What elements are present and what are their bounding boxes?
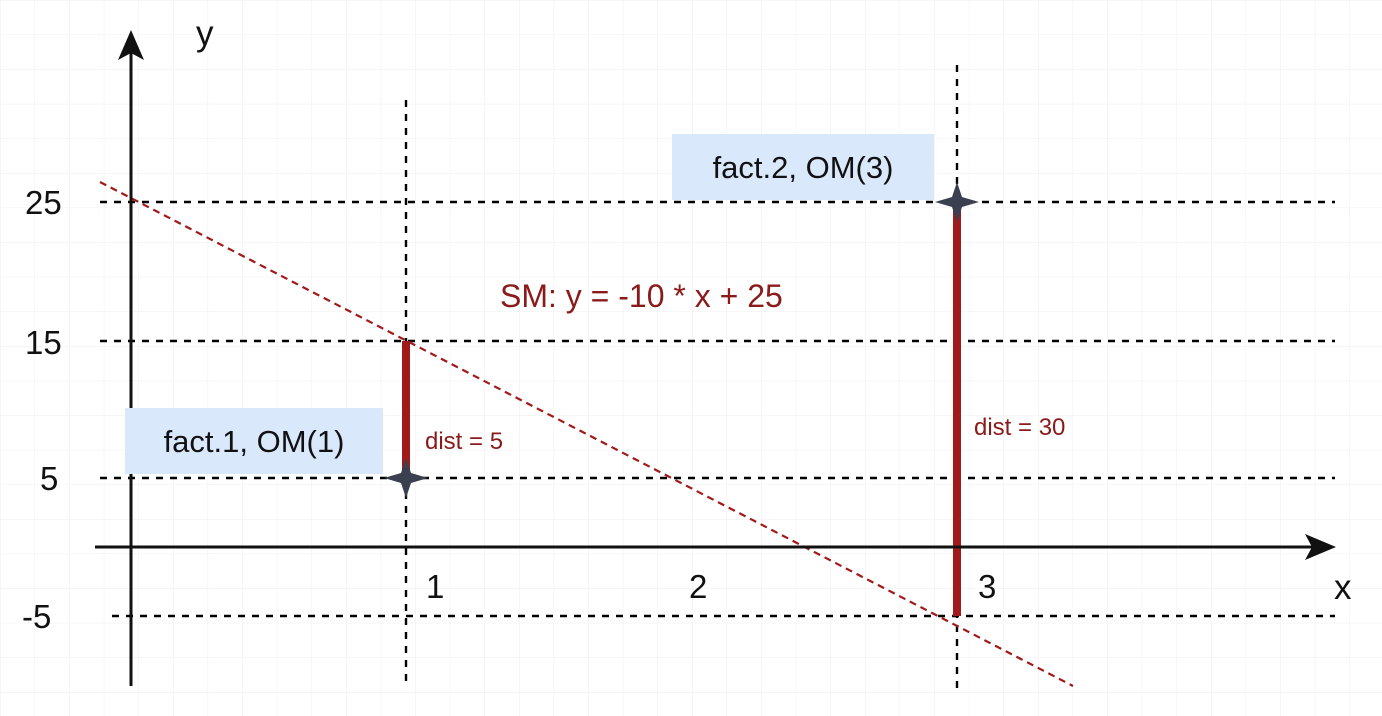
fact-2-label: fact.2, OM(3) xyxy=(672,134,934,200)
x-tick-label-3: 3 xyxy=(978,568,997,605)
distance-label-2: dist = 30 xyxy=(974,414,1066,441)
y-tick-label-5: 5 xyxy=(40,460,59,497)
y-tick-label-15: 15 xyxy=(25,324,62,361)
model-line xyxy=(99,181,1074,687)
y-axis-label: y xyxy=(196,14,214,53)
distance-label-1: dist = 5 xyxy=(425,428,504,455)
x-axis-arrow xyxy=(1305,534,1336,560)
model-formula-label: SM: y = -10 * x + 25 xyxy=(500,278,783,314)
fact-2-marker xyxy=(935,182,979,222)
fact-1-marker xyxy=(384,458,428,498)
fact-1-label: fact.1, OM(1) xyxy=(125,408,383,474)
x-tick-label-1: 1 xyxy=(426,568,445,605)
y-axis-arrow xyxy=(118,30,144,60)
x-axis-label: x xyxy=(1334,568,1352,607)
x-tick-label-2: 2 xyxy=(689,568,708,605)
y-tick-label-neg5: -5 xyxy=(22,598,52,635)
y-tick-label-25: 25 xyxy=(25,184,62,221)
